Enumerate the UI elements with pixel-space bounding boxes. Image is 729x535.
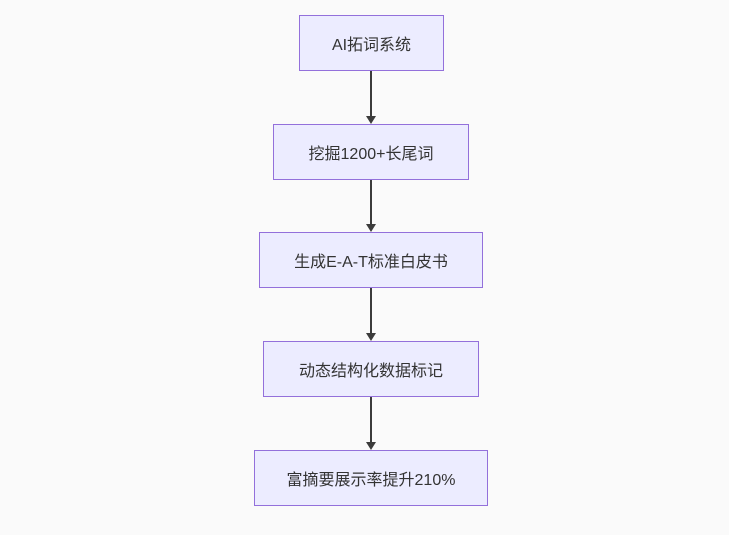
flowchart-node-longtail-keywords: 挖掘1200+长尾词 [273,124,469,180]
node-label: 挖掘1200+长尾词 [308,146,434,163]
node-label: 生成E-A-T标准白皮书 [294,254,448,271]
arrowhead-down-icon [366,442,376,450]
node-label: 富摘要展示率提升210% [286,472,456,489]
flowchart-node-eat-whitepaper: 生成E-A-T标准白皮书 [259,232,483,288]
arrowhead-down-icon [366,224,376,232]
node-label: AI拓词系统 [331,37,412,54]
edge-line-2 [370,180,372,224]
flowchart-node-ai-system: AI拓词系统 [299,15,444,71]
node-label: 动态结构化数据标记 [298,363,443,380]
flowchart-node-rich-snippet-result: 富摘要展示率提升210% [254,450,488,506]
arrowhead-down-icon [366,333,376,341]
edge-line-3 [370,288,372,333]
edge-line-4 [370,397,372,442]
flowchart-node-structured-data: 动态结构化数据标记 [263,341,479,397]
edge-line-1 [370,71,372,116]
arrowhead-down-icon [366,116,376,124]
